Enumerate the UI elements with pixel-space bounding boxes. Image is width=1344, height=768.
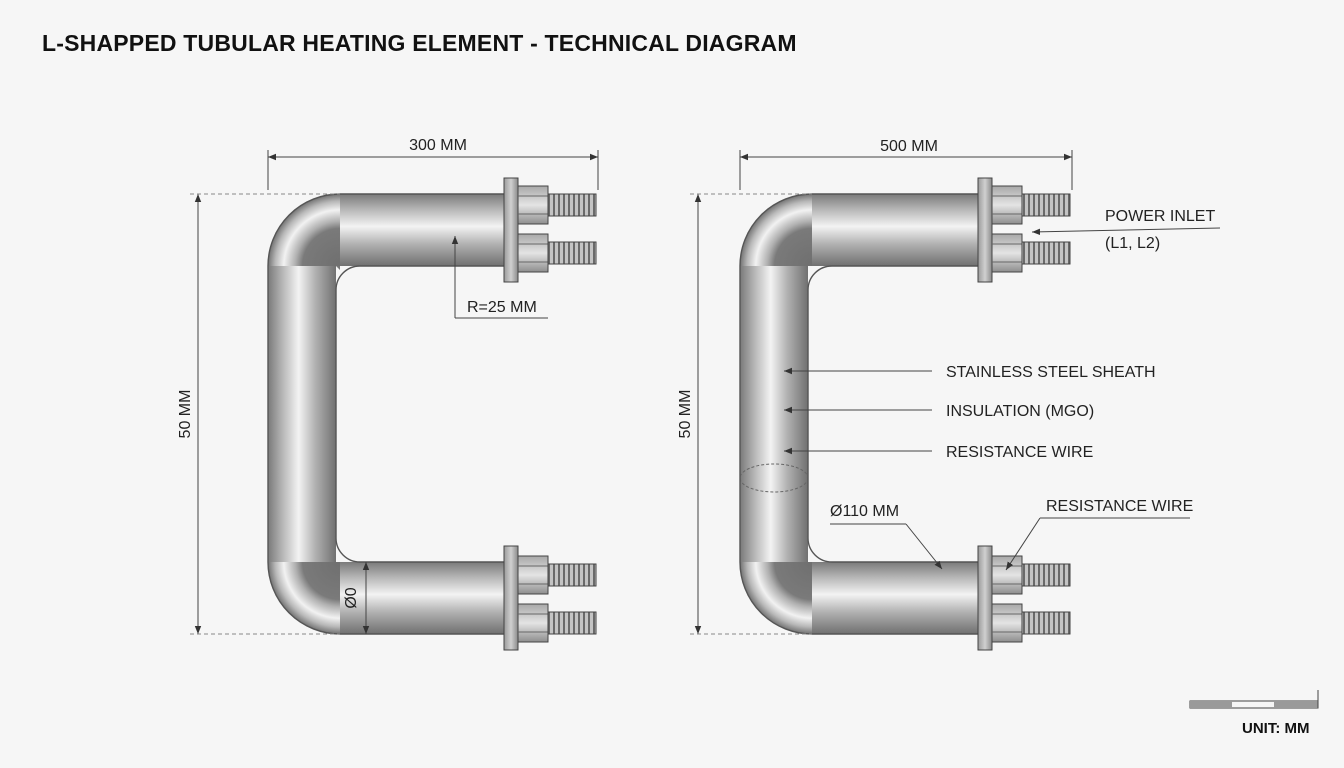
left-diameter-callout: Ø0 xyxy=(343,562,370,634)
left-width-label: 300 MM xyxy=(409,137,467,154)
resistance-wire-callout: RESISTANCE WIRE xyxy=(784,444,1093,461)
left-height-dimension: 50 MM xyxy=(177,193,340,635)
right-width-label: 500 MM xyxy=(880,138,938,155)
right-bottom-terminal-plate xyxy=(977,545,993,651)
left-height-label: 50 MM xyxy=(177,390,194,439)
scale-bar xyxy=(1189,690,1319,709)
terminal-wire-label: RESISTANCE WIRE xyxy=(1046,498,1193,515)
sheath-callout: STAINLESS STEEL SHEATH xyxy=(784,364,1156,381)
left-diameter-label: Ø0 xyxy=(343,587,360,608)
cross-section-cut xyxy=(739,460,809,496)
left-bottom-terminal-plate xyxy=(503,545,519,651)
power-inlet-label-line1: POWER INLET xyxy=(1105,208,1215,225)
right-top-bolts xyxy=(991,185,1071,273)
sheath-label: STAINLESS STEEL SHEATH xyxy=(946,364,1156,381)
right-width-dimension: 500 MM xyxy=(739,138,1073,190)
diagram-title: L-SHAPPED TUBULAR HEATING ELEMENT - TECH… xyxy=(42,30,797,56)
right-bottom-bolts xyxy=(991,555,1071,643)
resistance-wire-label: RESISTANCE WIRE xyxy=(946,444,1093,461)
power-inlet-callout: POWER INLET (L1, L2) xyxy=(1031,208,1221,252)
right-diameter-callout: Ø110 MM xyxy=(830,503,943,570)
right-height-label: 50 MM xyxy=(677,390,694,439)
unit-label: UNIT: MM xyxy=(1242,720,1310,737)
right-diameter-label: Ø110 MM xyxy=(830,503,899,520)
left-top-bolts xyxy=(517,185,597,273)
right-heating-element xyxy=(739,177,1071,651)
left-bottom-bolts xyxy=(517,555,597,643)
left-top-terminal-plate xyxy=(503,177,519,283)
insulation-callout: INSULATION (MGO) xyxy=(784,403,1094,420)
left-width-dimension: 300 MM xyxy=(267,137,599,190)
power-inlet-label-line2: (L1, L2) xyxy=(1105,235,1160,252)
insulation-label: INSULATION (MGO) xyxy=(946,403,1094,420)
left-radius-callout: R=25 MM xyxy=(451,236,548,319)
right-top-terminal-plate xyxy=(977,177,993,283)
terminal-wire-callout: RESISTANCE WIRE xyxy=(1005,498,1193,571)
left-heating-element xyxy=(267,177,597,651)
right-height-dimension: 50 MM xyxy=(677,193,812,635)
left-radius-label: R=25 MM xyxy=(467,299,537,316)
